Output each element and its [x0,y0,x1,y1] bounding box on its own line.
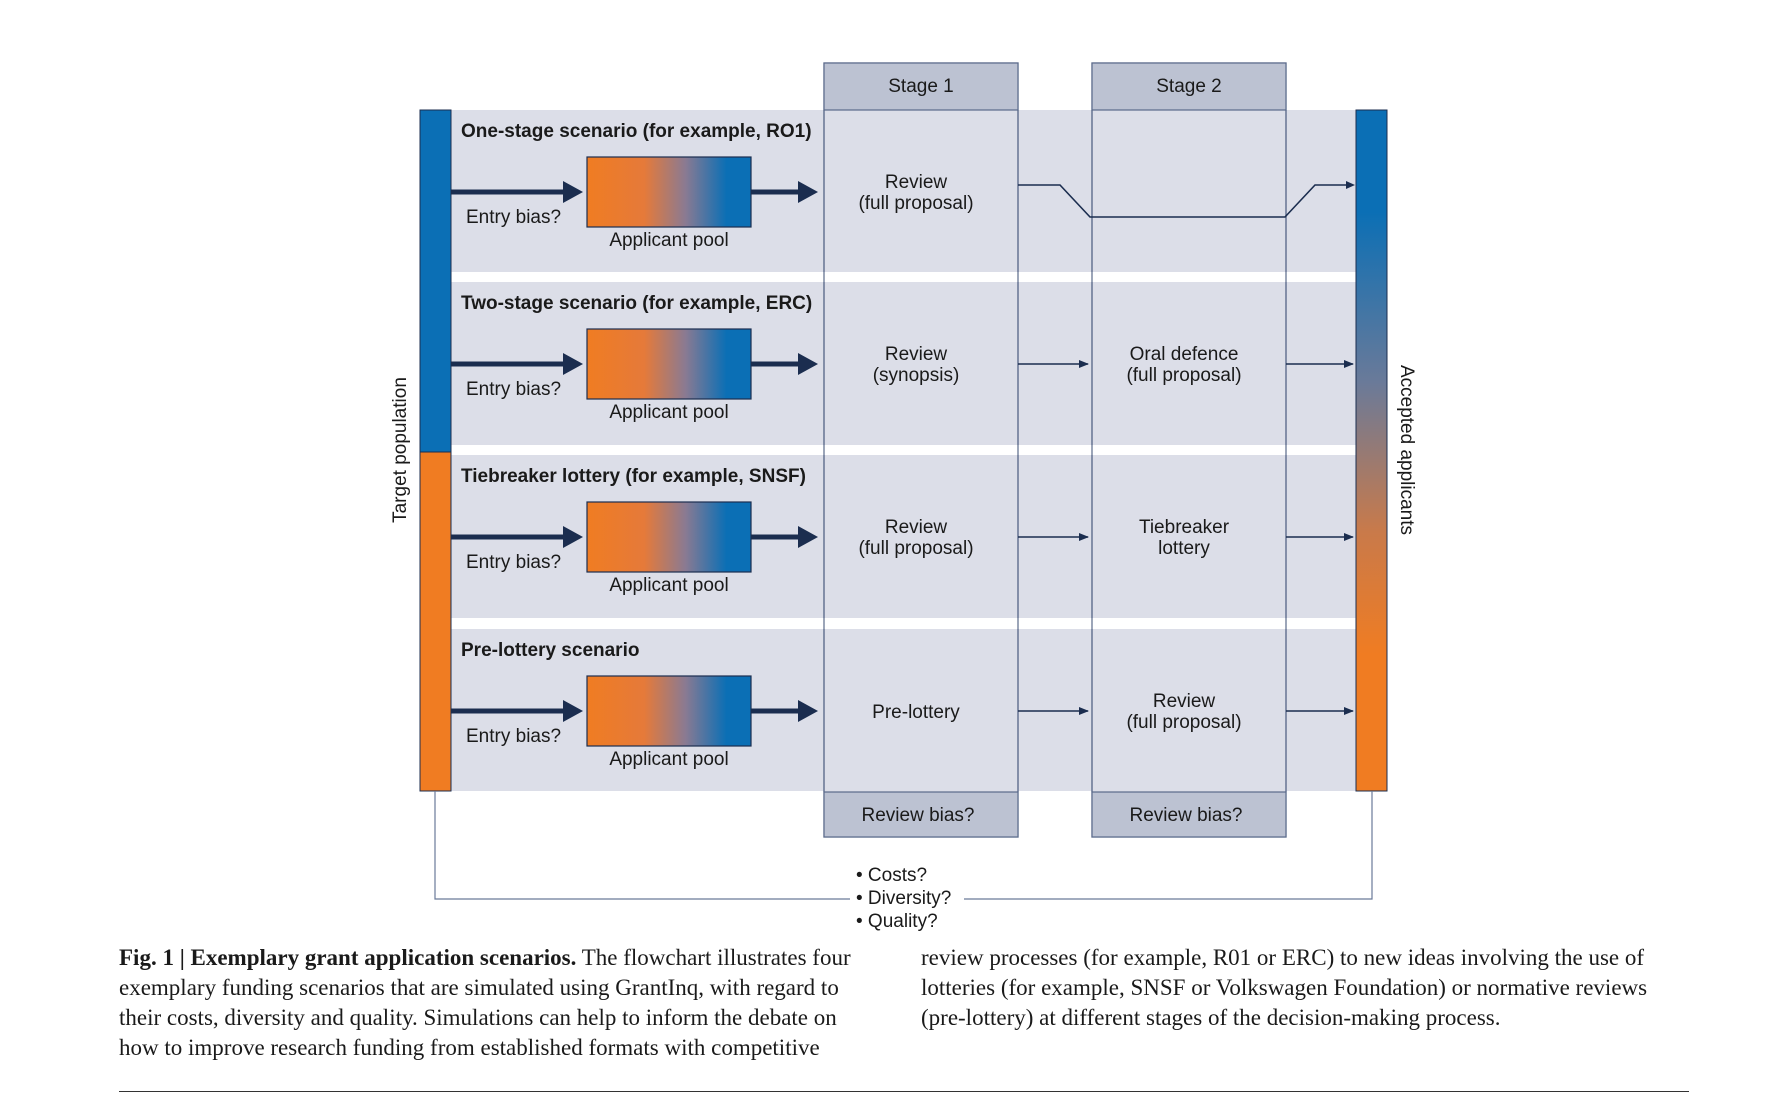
scenario-4-stage2-text-2: (full proposal) [1126,712,1241,733]
scenario-4-entry-bias-label: Entry bias? [466,726,561,747]
caption-label: Fig. 1 | Exemplary grant application sce… [119,945,577,970]
scenario-2-applicant-pool [586,328,752,400]
feedback-line-right [964,791,1373,900]
scenario-1-stage1-text-2: (full proposal) [858,193,973,214]
scenario-1-pool-arrow-head [798,181,818,203]
outcome-diversity: • Diversity? [856,888,951,909]
scenario-3-entry-bias-label: Entry bias? [466,552,561,573]
scenario-4-entry-arrow-head [563,700,583,722]
scenario-4-stage1-text-1: Pre-lottery [872,702,960,723]
scenario-4-applicant-pool [586,675,752,747]
scenario-2-entry-arrow-head [563,353,583,375]
accepted-applicants-bar [1355,109,1388,792]
scenario-3-stage1-text-2: (full proposal) [858,538,973,559]
caption-body-right: review processes (for example, R01 or ER… [921,945,1648,1030]
stage1-footer [823,791,1019,838]
scenario-1-applicant-pool [586,156,752,228]
flowchart-canvas: Stage 1 Stage 2 Review bias? Review bias… [390,62,1417,932]
scenario-2-stage1-text-2: (synopsis) [873,365,960,386]
caption-body-left: The flowchart illustrates four exemplary… [119,945,851,1060]
stage1-review-bias: Review bias? [862,805,975,826]
scenario-3-entry-arrow-head [563,526,583,548]
scenario-1-entry-bias-label: Entry bias? [466,207,561,228]
scenario-4-title: Pre-lottery scenario [461,640,639,661]
scenario-4-stage2-text-1: Review [1153,691,1216,712]
scenario-3-applicant-pool-label: Applicant pool [609,575,728,596]
outcome-costs: • Costs? [856,865,927,886]
scenario-1-entry-arrow-head [563,181,583,203]
stage2-label: Stage 2 [1156,76,1222,97]
stage1-label: Stage 1 [888,76,954,97]
scenario-3-applicant-pool [586,501,752,573]
scenario-rows: One-stage scenario (for example, RO1) Ent… [451,121,1355,770]
scenario-2-stage2-text-2: (full proposal) [1126,365,1241,386]
scenario-2-entry-bias-label: Entry bias? [466,379,561,400]
scenario-4-applicant-pool-label: Applicant pool [609,749,728,770]
scenario-3-stage2-text-2: lottery [1158,538,1210,559]
target-population-bar-orange [419,451,452,792]
feedback-line-left [434,791,850,900]
flowchart: Stage 1 Stage 2 Review bias? Review bias… [390,62,1417,932]
stage2-review-bias: Review bias? [1130,805,1243,826]
accepted-applicants-label: Accepted applicants [1396,365,1417,535]
figure-caption-right: review processes (for example, R01 or ER… [921,943,1666,1033]
scenario-2-stage1-text-1: Review [885,344,948,365]
scenario-1-title: One-stage scenario (for example, RO1) [461,121,812,142]
scenario-2-stage2-text-1: Oral defence [1130,344,1239,365]
scenario-2-title: Two-stage scenario (for example, ERC) [461,293,812,314]
target-population-bar-blue [419,109,452,453]
stage2-header [1091,62,1287,111]
stage1-header [823,62,1019,111]
scenario-1-bypass-line [1018,184,1348,218]
scenario-1-bypass-arrowhead [1346,181,1355,189]
stage2-footer [1091,791,1287,838]
scenario-3-pool-arrow-head [798,526,818,548]
scenario-3-stage2-text-1: Tiebreaker [1139,517,1230,538]
scenario-4-pool-arrow-head [798,700,818,722]
scenario-3-stage1-text-1: Review [885,517,948,538]
footer-rule [119,1091,1689,1092]
scenario-1-applicant-pool-label: Applicant pool [609,230,728,251]
scenario-1-stage1-text-1: Review [885,172,948,193]
scenario-3-title: Tiebreaker lottery (for example, SNSF) [461,466,806,487]
outcome-quality: • Quality? [856,911,938,932]
target-population-label: Target population [390,377,411,523]
scenario-2-applicant-pool-label: Applicant pool [609,402,728,423]
scenario-2-pool-arrow-head [798,353,818,375]
figure-caption-left: Fig. 1 | Exemplary grant application sce… [119,943,874,1063]
